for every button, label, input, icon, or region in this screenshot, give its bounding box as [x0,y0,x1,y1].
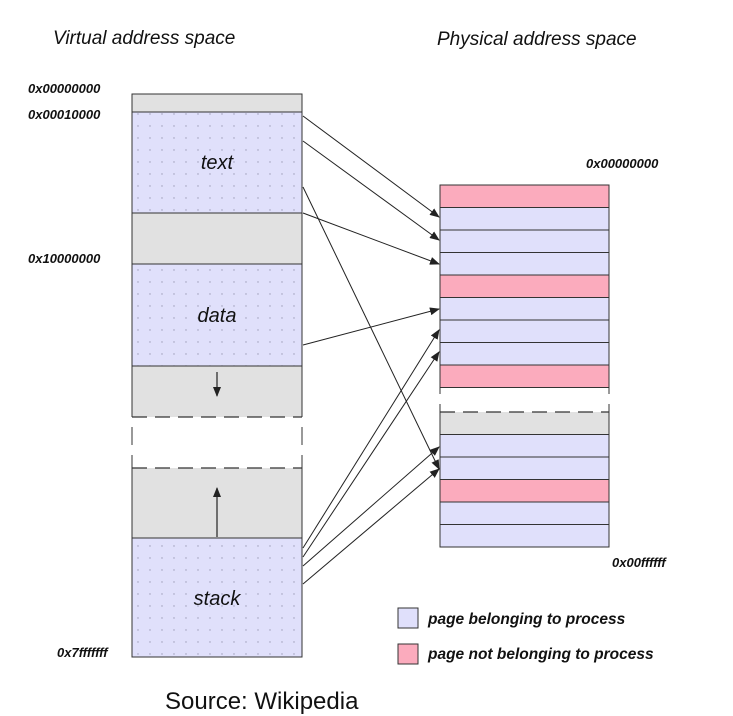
virtual-addr-data-start: 0x10000000 [28,251,101,266]
physical-addr-bottom: 0x00ffffff [612,555,667,570]
physical-frame-process [439,207,610,231]
mapping-arrow [302,186,440,470]
mapping-arrow [302,140,440,241]
physical-frame-process [439,501,610,525]
mapping-arrow [302,329,440,549]
physical-frame-process [439,342,610,366]
physical-frame-process [439,434,610,458]
mapping-arrow [302,468,440,585]
data-segment [131,263,303,367]
text-segment-label: text [201,152,235,174]
legend: page belonging to process page not belon… [397,607,654,665]
physical-addr-top: 0x00000000 [586,156,659,171]
mapping-arrow [302,446,440,567]
mapping-arrow [302,212,440,265]
text-segment [131,111,303,214]
physical-frames-lower [439,404,610,548]
physical-frame-process [439,229,610,253]
legend-label-not-belonging: page not belonging to process [427,646,654,663]
stack-segment [131,537,303,658]
virtual-addr-bottom: 0x7fffffff [57,645,109,660]
legend-swatch-belonging [397,607,419,629]
data-segment-label: data [198,305,237,327]
virtual-space-title: Virtual address space [53,28,235,49]
unmapped-region-gap [131,212,303,265]
stack-segment-label: stack [194,588,242,610]
physical-frame-process [439,252,610,276]
physical-frame-process [439,297,610,321]
physical-frame-other [439,274,610,298]
mapping-arrow [302,115,440,218]
source-caption: Source: Wikipedia [165,688,359,715]
physical-frame-other [439,364,610,388]
mapping-arrow [302,351,440,558]
discontinuity-break [131,427,303,445]
physical-frame-other [439,184,610,208]
legend-label-belonging: page belonging to process [427,611,626,628]
physical-frame-other [439,479,610,503]
physical-frame-process [439,319,610,343]
virtual-addr-text-start: 0x00010000 [28,107,101,122]
virtual-address-column: text data stack [131,93,303,658]
physical-frames-upper [439,184,610,394]
physical-frame-process [439,456,610,480]
page-mapping-arrows [302,115,440,585]
virtual-addr-top: 0x00000000 [28,81,101,96]
mapping-arrow [302,307,440,346]
physical-frame-process [439,524,610,548]
legend-swatch-not-belonging [397,643,419,665]
physical-space-title: Physical address space [437,29,637,50]
physical-frame-unused [440,412,609,435]
unmapped-region-top [131,93,303,113]
